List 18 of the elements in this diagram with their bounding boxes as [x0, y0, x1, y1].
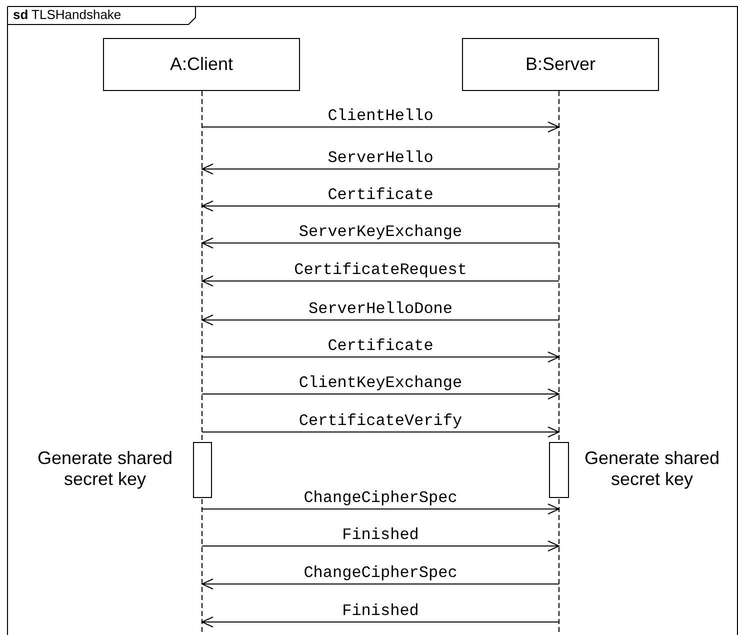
message-arrow: [202, 314, 560, 326]
message-arrow: [202, 388, 560, 400]
note-text: Generate shared secret key: [36, 448, 174, 490]
message-arrow: [202, 352, 560, 362]
note-text: Generate shared secret key: [583, 448, 721, 490]
diagram-title: sd TLSHandshake: [13, 7, 122, 23]
lifeline-head-box: A:Client: [103, 38, 300, 91]
message-arrow: [202, 504, 560, 514]
message-arrow: [202, 276, 560, 286]
message-arrow: [202, 426, 560, 438]
lifeline-head-box: B:Server: [462, 38, 659, 91]
message-arrow: [202, 540, 560, 552]
message-arrow: [202, 578, 560, 590]
message-arrow: [202, 238, 560, 248]
message-arrow: [202, 164, 560, 174]
message-arrow: [202, 200, 560, 212]
message-arrow: [202, 616, 560, 628]
message-arrow: [202, 122, 560, 132]
